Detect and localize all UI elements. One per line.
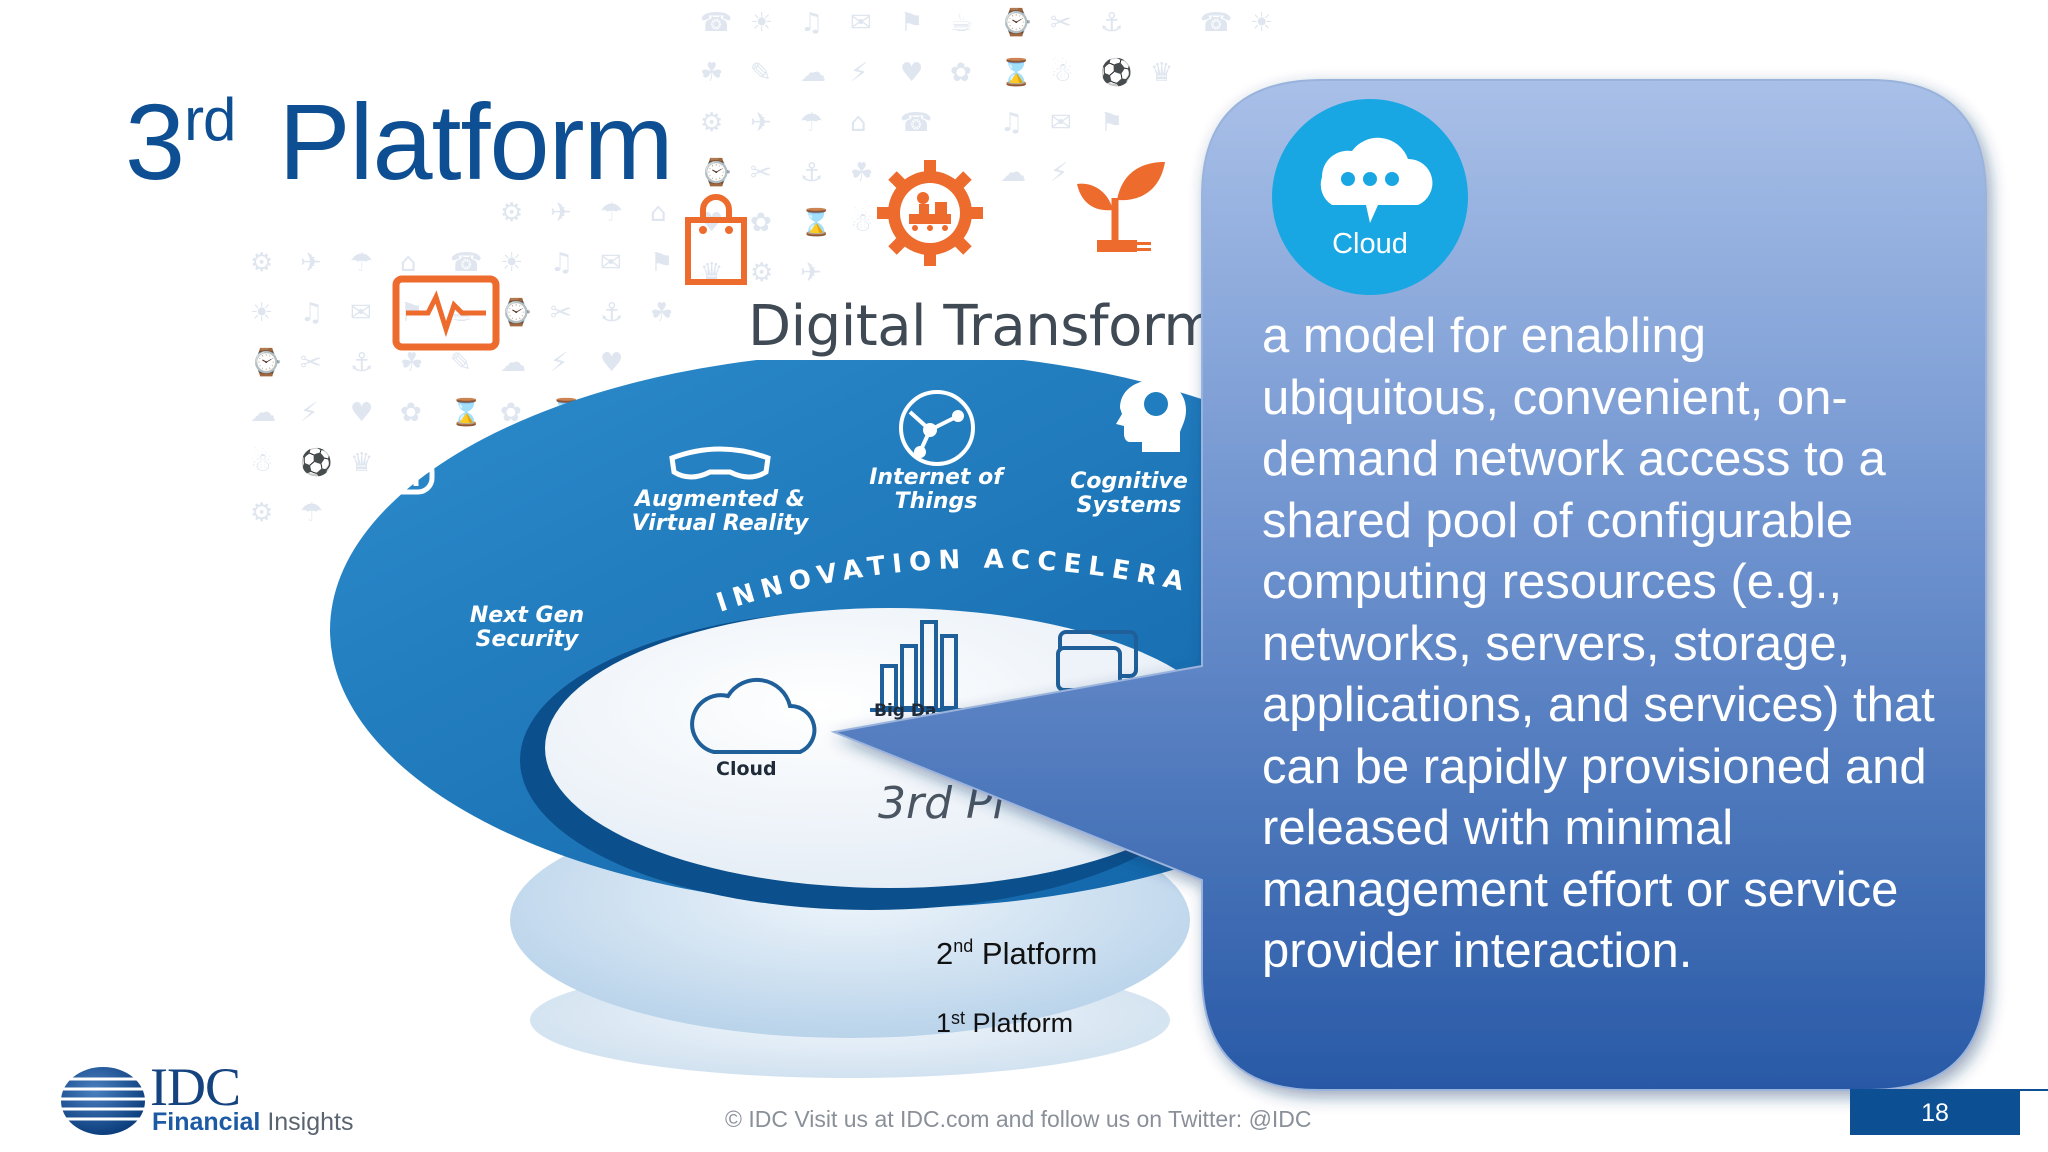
financial-insights-text: Financial Insights [152,1108,354,1136]
cloud-chat-icon[interactable] [1270,97,1470,297]
factory-gear-icon [877,160,983,266]
next-gen-security-label: Next Gen Security [469,603,585,652]
heart-monitor-icon [392,275,500,351]
first-platform-label: 1st Platform [936,1008,1074,1038]
lock-icon [381,429,435,495]
cloud-inner-label: Cloud [716,758,777,780]
cloud-outline-icon [690,677,817,754]
innovation-arc-text: INNOVATION ACCELERA [713,545,1186,619]
cloud-definition-text: a model for enabling ubiquitous, conveni… [1262,309,1935,978]
cloud-icon-label: Cloud [1332,228,1408,260]
cognitive-systems-label: Cognitive Systems [1070,469,1188,518]
internet-of-things-label: Internet of Things [869,465,1003,514]
globe-icon [899,390,975,466]
background-icon-pattern: ⚙✈☂⌂☎ ☀♫✉⚑☕ ⌚✂⚓☘✎ ☁⚡♥✿⌛ ☃⚽♛ ⚙☂ ⚙✈☂⌂ ☎☀♫✉… [250,8,1274,528]
augmented-reality-label: Augmented & Virtual Reality [631,487,809,536]
shopping-bag-icon [685,194,747,285]
page-number-rule [1850,1089,2048,1091]
second-platform-label: 2nd Platform [936,936,1098,971]
plant-plug-icon [1077,162,1165,252]
idc-globe-logo-icon [60,1067,146,1135]
digital-transformation-heading: Digital Transformat [748,294,1273,359]
idc-logo-text: IDC [150,1057,241,1117]
slide-title: 3rd Platform [125,81,674,202]
head-brain-icon [1116,380,1186,452]
page-number: 18 [1850,1091,2020,1135]
vr-goggles-icon [669,446,771,480]
footer-text: © IDC Visit us at IDC.com and follow us … [725,1106,1312,1132]
